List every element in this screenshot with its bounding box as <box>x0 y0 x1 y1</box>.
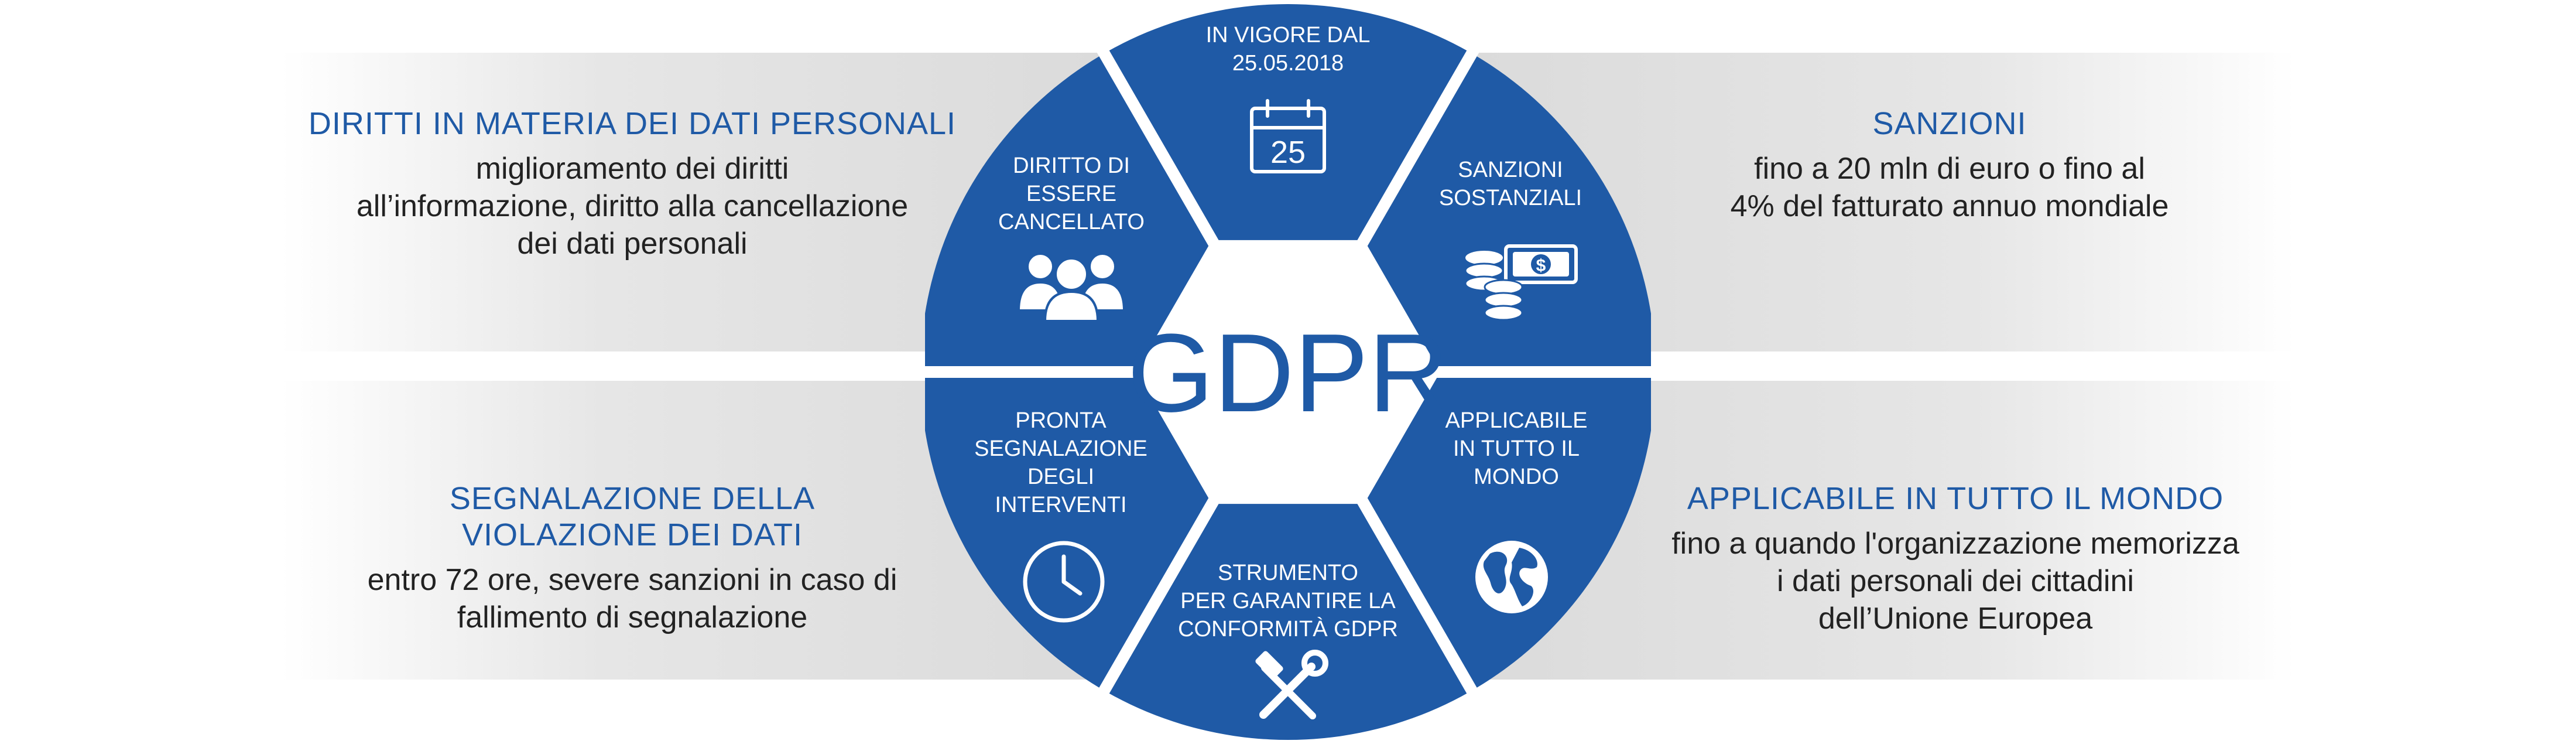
segment-sanctions: SANZIONI SOSTANZIALI $ <box>1439 158 1582 321</box>
panel-rights: DIRITTI IN MATERIA DEI DATI PERSONALI mi… <box>287 105 978 262</box>
segment-label: SOSTANZIALI <box>1439 186 1582 210</box>
panel-worldwide-body-line: i dati personali dei cittadini <box>1777 564 2134 598</box>
money-coins-icon: $ <box>1464 244 1578 321</box>
segment-divider <box>1356 44 1481 248</box>
panel-worldwide-body: fino a quando l'organizzazione memorizza… <box>1616 525 2295 637</box>
center-hexagon <box>1136 240 1440 504</box>
svg-text:$: $ <box>1536 256 1546 275</box>
segment-label: DEGLI <box>1027 465 1094 489</box>
segment-label: CANCELLATO <box>998 210 1145 234</box>
segment-label: PER GARANTIRE LA <box>1180 589 1396 613</box>
panel-rights-body-line: miglioramento dei diritti <box>475 152 789 186</box>
segment-right-to-erasure: DIRITTO DI ESSERE CANCELLATO <box>998 153 1145 322</box>
tools-icon <box>1255 650 1328 719</box>
segment-worldwide: APPLICABILE IN TUTTO IL MONDO <box>1445 408 1588 613</box>
panel-sanctions-body: fino a 20 mln di euro o fino al 4% del f… <box>1616 150 2283 225</box>
panel-sanctions-body-line: 4% del fatturato annuo mondiale <box>1730 189 2169 223</box>
panel-breach-body-line: entro 72 ore, severe sanzioni in caso di <box>367 563 898 597</box>
panel-worldwide-title-line: APPLICABILE IN TUTTO IL MONDO <box>1687 481 2224 516</box>
panel-breach-body: entro 72 ore, severe sanzioni in caso di… <box>304 561 960 636</box>
segment-label: PRONTA <box>1015 408 1107 433</box>
panel-breach-title-line: SEGNALAZIONE DELLA <box>449 481 816 516</box>
panel-breach-title-line: VIOLAZIONE DEI DATI <box>461 517 803 552</box>
segment-label: IN TUTTO IL <box>1453 436 1580 461</box>
panel-breach-title: SEGNALAZIONE DELLA VIOLAZIONE DEI DATI <box>304 480 960 553</box>
panel-rights-title: DIRITTI IN MATERIA DEI DATI PERSONALI <box>287 105 978 142</box>
panel-sanctions-body-line: fino a 20 mln di euro o fino al <box>1754 152 2145 186</box>
panel-worldwide-body-line: fino a quando l'organizzazione memorizza <box>1671 527 2239 561</box>
segment-compliance-tool: STRUMENTO PER GARANTIRE LA CONFORMITÀ GD… <box>1178 561 1398 719</box>
calendar-icon <box>1250 99 1326 173</box>
segment-label: 25.05.2018 <box>1232 51 1344 76</box>
panel-worldwide-title: APPLICABILE IN TUTTO IL MONDO <box>1616 480 2295 517</box>
panel-rights-title-line: DIRITTI IN MATERIA DEI DATI PERSONALI <box>308 106 957 141</box>
segment-label: SEGNALAZIONE <box>974 436 1147 461</box>
panel-rights-body-line: dei dati personali <box>517 227 748 261</box>
panel-rights-body: miglioramento dei diritti all’informazio… <box>287 150 978 262</box>
calendar-day: 25 <box>1270 135 1306 170</box>
panel-sanctions: SANZIONI fino a 20 mln di euro o fino al… <box>1616 105 2283 225</box>
segment-label: STRUMENTO <box>1218 561 1358 585</box>
segment-label: APPLICABILE <box>1445 408 1588 433</box>
clock-icon <box>1023 541 1105 623</box>
segment-effective-date: IN VIGORE DAL 25.05.2018 25 <box>1206 23 1371 173</box>
panel-sanctions-title: SANZIONI <box>1616 105 2283 142</box>
segment-divider <box>1356 496 1481 700</box>
panel-breach-body-line: fallimento di segnalazione <box>457 600 808 634</box>
panel-worldwide: APPLICABILE IN TUTTO IL MONDO fino a qua… <box>1616 480 2295 637</box>
segment-label: ESSERE <box>1026 182 1116 206</box>
users-icon <box>1017 252 1126 322</box>
segment-label: IN VIGORE DAL <box>1206 23 1371 47</box>
segment-divider <box>1095 496 1220 700</box>
panel-sanctions-title-line: SANZIONI <box>1872 106 2027 141</box>
segment-label: CONFORMITÀ GDPR <box>1178 616 1398 641</box>
gdpr-title: GDPR <box>1128 311 1449 435</box>
segment-label: DIRITTO DI <box>1013 153 1130 178</box>
globe-icon <box>1475 541 1548 613</box>
segment-label: MONDO <box>1474 465 1559 489</box>
panel-breach: SEGNALAZIONE DELLA VIOLAZIONE DEI DATI e… <box>304 480 960 636</box>
segment-label: SANZIONI <box>1458 158 1563 182</box>
segment-divider <box>1095 44 1220 248</box>
segment-separators <box>925 44 1651 700</box>
panel-rights-body-line: all’informazione, diritto alla cancellaz… <box>356 189 909 223</box>
segment-breach-notification: PRONTA SEGNALAZIONE DEGLI INTERVENTI <box>974 408 1147 623</box>
gdpr-wheel: GDPR IN VIGORE DAL 25.05.2018 25 SANZION… <box>925 4 1651 740</box>
panel-worldwide-body-line: dell’Unione Europea <box>1818 602 2093 636</box>
segment-label: INTERVENTI <box>995 493 1126 517</box>
